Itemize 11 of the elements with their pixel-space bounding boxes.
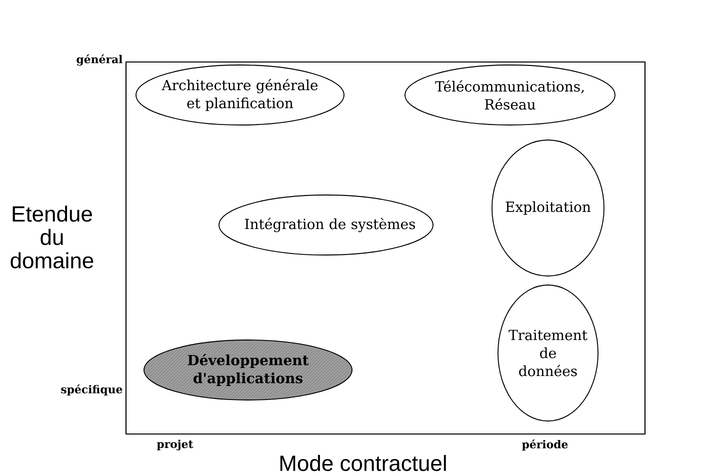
axis-end-label: projet bbox=[156, 440, 194, 450]
axis-end-label: spécifique bbox=[61, 384, 122, 396]
ellipse-node: Intégration de systèmes bbox=[218, 194, 434, 256]
ellipse-node: Télécommunications, Réseau bbox=[404, 64, 616, 126]
axis-title: Mode contractuel bbox=[280, 454, 446, 472]
axis-end-label: période bbox=[522, 440, 568, 451]
axis-end-label: général bbox=[76, 54, 122, 66]
ellipse-node: Traitement de données bbox=[498, 284, 598, 422]
axis-title: Etendue du domaine bbox=[10, 206, 94, 268]
ellipse-node: Exploitation bbox=[492, 140, 604, 276]
ellipse-node: Architecture générale et planification bbox=[136, 64, 344, 126]
